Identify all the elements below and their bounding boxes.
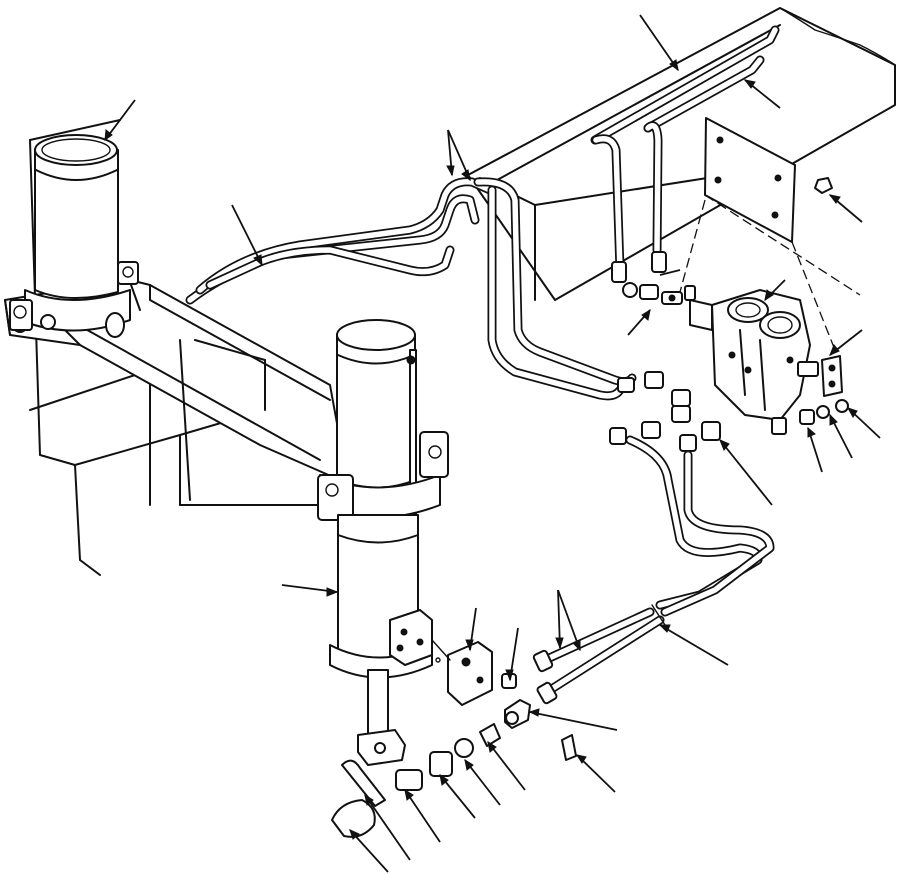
mounting-plate xyxy=(679,117,861,351)
cylinder-port-block xyxy=(389,609,493,706)
callout-leaders xyxy=(104,14,881,873)
callout-28 xyxy=(364,794,411,861)
callout-16 xyxy=(659,624,729,666)
callout-15 xyxy=(719,439,773,506)
callout-25 xyxy=(464,759,501,806)
callout-29 xyxy=(349,829,389,873)
left-steering-cylinder xyxy=(9,134,139,338)
fittings xyxy=(331,251,849,838)
callout-8 xyxy=(659,269,681,276)
callout-27 xyxy=(404,789,441,843)
hydraulic-hoses xyxy=(532,604,666,705)
callout-5 xyxy=(639,14,679,71)
frame-beam xyxy=(29,7,896,576)
right-steering-cylinder xyxy=(317,319,449,766)
callout-21 xyxy=(487,741,526,791)
callout-19 xyxy=(529,711,618,731)
callout-17 xyxy=(557,589,581,651)
steering-valve xyxy=(689,289,843,435)
callout-2 xyxy=(231,204,263,266)
